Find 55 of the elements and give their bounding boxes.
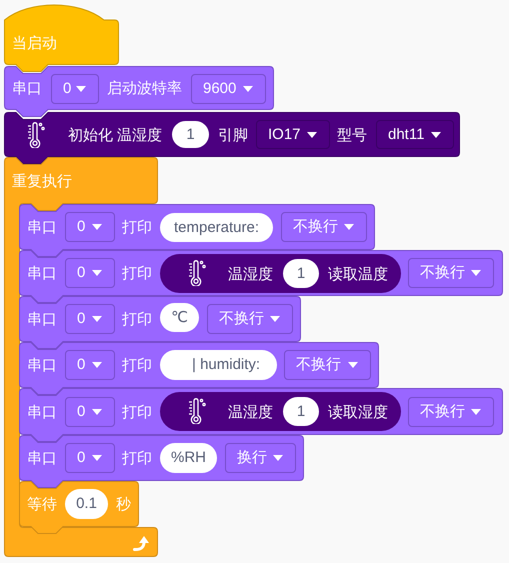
block-label: 温湿度 <box>228 266 273 284</box>
block-label: 引脚 <box>218 126 248 144</box>
block-label: 初始化 温湿度 <box>68 126 162 144</box>
command-block <box>19 250 503 303</box>
dropdown: 0 <box>65 258 115 288</box>
dropdown: 不换行 <box>284 350 371 380</box>
dropdown: 9600 <box>191 74 266 104</box>
block-label: 打印 <box>122 311 152 329</box>
dropdown: IO17 <box>256 120 330 149</box>
dropdown: 0 <box>65 397 115 427</box>
command-block <box>19 435 304 488</box>
dropdown: 0 <box>65 443 115 473</box>
input-field: temperature: <box>160 213 273 242</box>
command-block <box>19 388 503 442</box>
input-field: | humidity: <box>160 350 277 380</box>
input-field: %RH <box>160 443 217 473</box>
dropdown: 不换行 <box>207 304 293 334</box>
dropdown: 0 <box>65 350 115 380</box>
hat-block <box>4 4 119 72</box>
block-label: 串口 <box>27 265 57 283</box>
input-field: 1 <box>283 397 319 426</box>
dropdown: dht11 <box>376 120 454 149</box>
block-label: 打印 <box>122 404 152 422</box>
command-block <box>4 112 460 164</box>
block-label: 串口 <box>27 450 57 468</box>
input-field: 1 <box>283 259 319 288</box>
block-label: 串口 <box>27 219 57 237</box>
block-label: 型号 <box>337 126 367 144</box>
dropdown: 不换行 <box>408 397 494 427</box>
command-block <box>19 481 139 534</box>
block-label: 启动波特率 <box>107 80 182 98</box>
dropdown: 换行 <box>225 443 296 473</box>
block-label: 打印 <box>122 265 152 283</box>
dropdown: 0 <box>51 74 99 104</box>
block-label: 打印 <box>122 219 152 237</box>
block-label: 串口 <box>12 80 42 98</box>
dropdown: 不换行 <box>281 212 367 242</box>
loop-block <box>4 157 158 557</box>
block-label: 打印 <box>122 357 152 375</box>
block-label: 重复执行 <box>12 173 72 191</box>
block-label: 秒 <box>116 496 131 514</box>
block-label: 串口 <box>27 311 57 329</box>
block-label: 读取温度 <box>328 266 388 284</box>
dropdown: 0 <box>65 304 115 334</box>
block-label: 串口 <box>27 404 57 422</box>
reporter-block <box>160 254 401 293</box>
reporter-block <box>160 392 401 431</box>
block-label: 当启动 <box>12 35 57 53</box>
block-label: 串口 <box>27 357 57 375</box>
block-label: 打印 <box>122 450 152 468</box>
block-label: 等待 <box>27 496 57 514</box>
dropdown: 不换行 <box>408 258 494 288</box>
block-label: 温湿度 <box>228 404 273 422</box>
block-label: 读取湿度 <box>328 404 388 422</box>
dropdown: 0 <box>65 212 115 242</box>
